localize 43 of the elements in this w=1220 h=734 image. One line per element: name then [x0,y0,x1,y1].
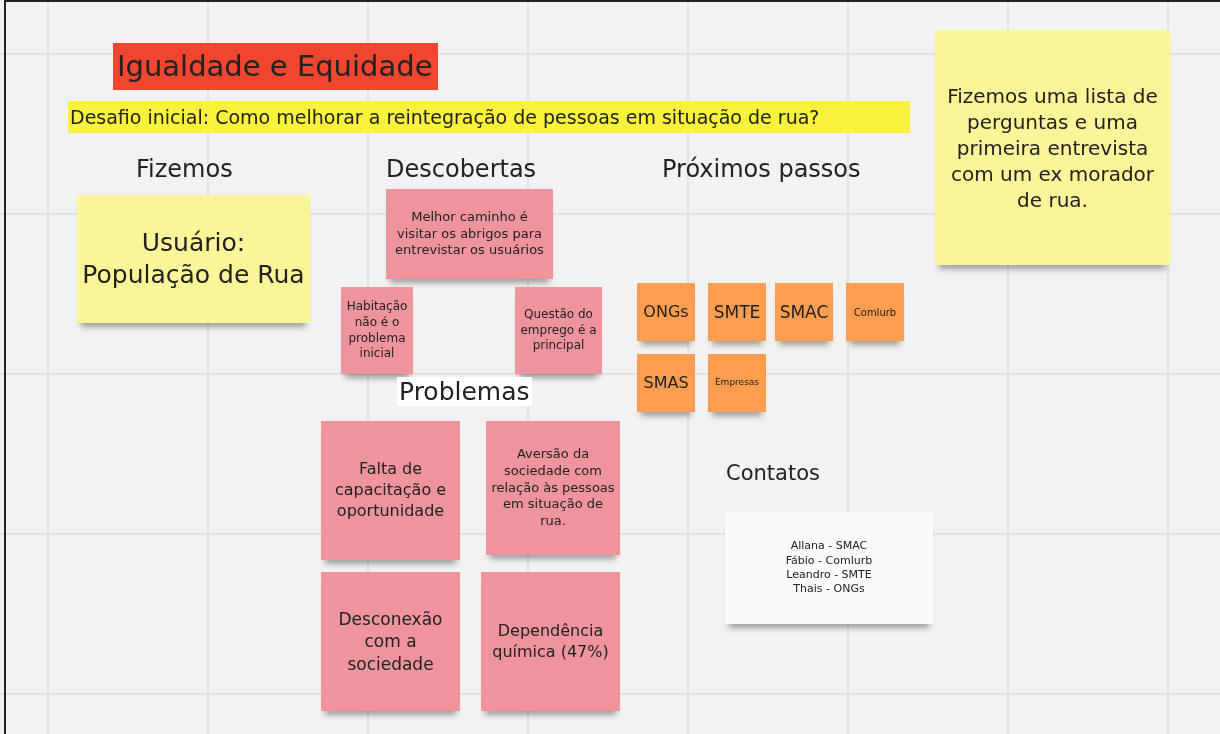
sticky-note [637,283,695,341]
sticky-note [708,354,766,412]
sticky-note [935,30,1170,265]
section-heading: Próximos passos [662,155,861,183]
note-text: Leandro - SMTE [786,568,872,583]
sticky-note [321,421,460,560]
note-text: Usuário: População de Rua [81,226,306,291]
note-text: Fizemos uma lista de perguntas e uma primeira entrevista com um ex morador de rua. [946,82,1159,213]
note-text: Comlurb [853,305,897,319]
note-text: Thais - ONGs [793,582,865,597]
sticky-note [846,283,904,341]
sticky-note [321,572,460,711]
note-text: SMAC [779,300,829,324]
section-heading: Descobertas [386,155,537,183]
highlighted-text [68,101,910,133]
sticky-note [386,189,553,279]
sticky-note [637,354,695,412]
note-text: Fábio - Comlurb [785,553,873,568]
section-heading: Contatos [726,461,820,485]
sticky-note [486,421,620,555]
note-text: Desafio inicial: Como melhorar a reintegração de pessoas em situação de rua? [70,104,820,130]
sticky-note [708,283,766,341]
note-text: Aversão da sociedade com relação às pessoas em situação de rua. [490,445,616,531]
note-text: SMTE [713,300,761,324]
note-text: Habitação não é o problema inicial [345,299,409,362]
title: Igualdade e Equidade [113,43,439,90]
note-text: ONGs [643,301,689,323]
note-text: Dependência química (47%) [491,620,610,663]
note-text: Melhor caminho é visitar os abrigos para entrevistar os usuários [394,208,545,260]
sticky-note [341,287,413,374]
sticky-note [515,287,602,374]
note-text: Falta de capacitação e oportunidade [333,459,448,522]
sticky-note [775,283,833,341]
note-text: Questão do emprego é a principal [519,307,598,354]
note-text: Allana - SMAC [790,539,868,554]
sticky-note [481,572,620,711]
sticky-note [77,195,310,323]
sticky-note [725,512,933,624]
section-heading: Problemas [397,377,532,406]
note-text: SMAS [643,372,689,394]
section-heading: Fizemos [136,155,233,183]
note-text: Empresas [714,377,760,389]
note-text: Desconexão com a sociedade [337,608,444,675]
